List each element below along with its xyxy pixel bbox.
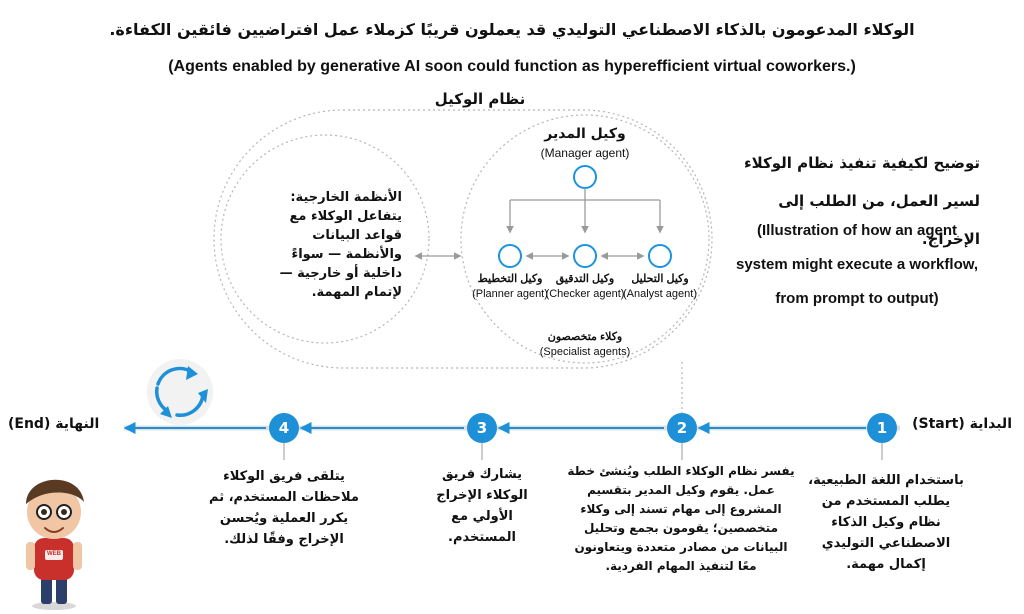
specialist-label-en: (Specialist agents) [539,346,631,358]
specialist-agents-label: وكلاء متخصصون (Specialist agents) [510,330,660,360]
step-1-description: باستخدام اللغة الطبيعية، يطلب المستخدم م… [808,473,964,572]
step-4-description: يتلقى فريق الوكلاء ملاحظات المستخدم، ثم … [209,469,359,547]
step-2-number: 2 [676,419,688,437]
title-english: (Agents enabled by generative AI soon co… [168,58,856,75]
checker-node [573,244,597,268]
external-systems-text: الأنظمة الخارجية: يتفاعل الوكلاء مع قواع… [279,190,402,300]
step-4-number: 4 [278,419,290,437]
mascot-shirt-text: WEB [47,551,61,557]
step-3-marker [467,413,497,443]
agent-system-outline [213,109,713,369]
step-2-marker [667,413,697,443]
planner-label: وكيل التخطيط (Planner agent) [470,272,550,302]
analyst-label-en: (Analyst agent) [623,288,697,300]
title-arabic: الوكلاء المدعومون بالذكاء الاصطناعي التو… [109,20,915,39]
end-label: النهاية (End) [8,416,100,432]
manager-label-en: (Manager agent) [540,146,630,160]
specialist-label-ar: وكلاء متخصصون [547,331,623,343]
external-systems-outline [220,134,430,344]
step-1-marker [867,413,897,443]
illustration-caption-en: (Illustration of how an agent system mig… [735,222,979,307]
start-label: البداية (Start) [912,416,1012,432]
checker-label-ar: وكيل التدقيق [555,273,615,285]
step-1-number: 1 [876,419,888,437]
analyst-label-ar: وكيل التحليل [631,273,689,285]
planner-label-ar: وكيل التخطيط [477,273,543,285]
manager-label-ar: وكيل المدير [544,126,626,142]
agent-system-label: نظام الوكيل [434,90,526,108]
step-2-description: يفسر نظام الوكلاء الطلب ويُنشئ خطة عمل. … [567,464,795,573]
analyst-node [648,244,672,268]
manager-node [573,165,597,189]
step-4-marker [269,413,299,443]
checker-label: وكيل التدقيق (Checker agent) [545,272,625,302]
analyst-label: وكيل التحليل (Analyst agent) [620,272,700,302]
illustration-caption-ar: توضيح لكيفية تنفيذ نظام الوكلاء لسير الع… [743,154,980,248]
checker-label-en: (Checker agent) [545,288,625,300]
planner-node [498,244,522,268]
iteration-cycle-icon [147,359,213,425]
planner-label-en: (Planner agent) [472,288,548,300]
step-3-description: يشارك فريق الوكلاء الإخراج الأولي مع الم… [436,467,528,545]
agent-cluster-outline [460,114,710,364]
step-3-number: 3 [476,419,488,437]
mascot-illustration [26,479,84,610]
